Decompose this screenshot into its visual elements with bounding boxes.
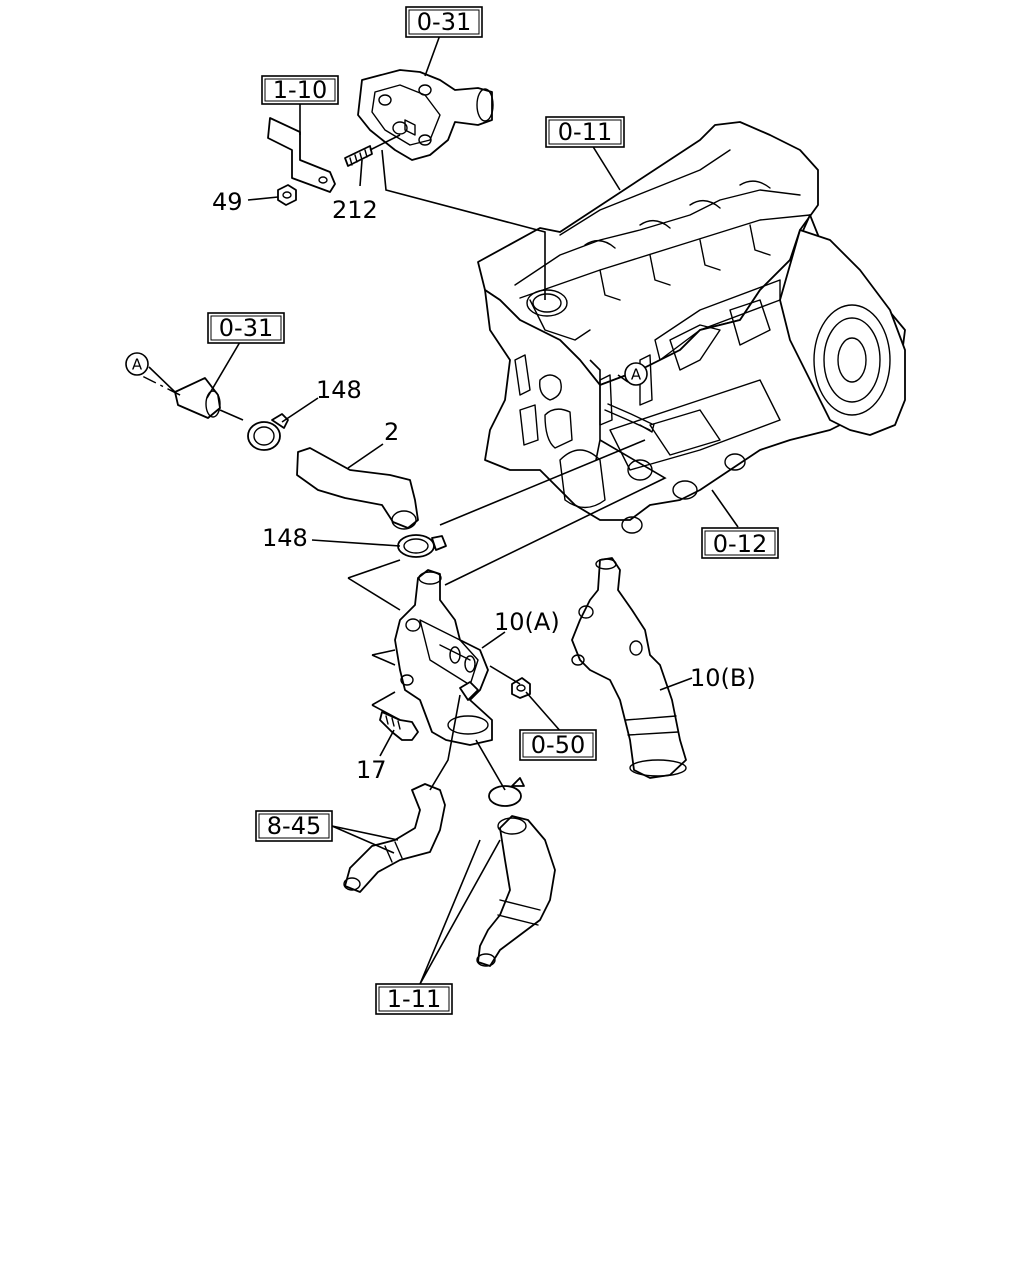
part-number-10a: 10(A) <box>494 608 560 636</box>
ref-label: 8-45 <box>267 812 321 840</box>
radiator-hose <box>476 815 556 967</box>
ref-label: 0-12 <box>713 530 767 558</box>
heater-hose <box>343 783 446 893</box>
part-number-10b: 10(B) <box>690 664 756 692</box>
ref-label: 0-11 <box>558 118 612 146</box>
part-number-17: 17 <box>356 756 387 784</box>
flange-bolt <box>379 711 419 741</box>
engine-block <box>477 121 906 534</box>
ref-label: 1-10 <box>273 76 327 104</box>
leader-lines <box>148 34 739 985</box>
bracket <box>267 117 336 193</box>
ref-box-0-12[interactable]: 0-12 <box>701 527 779 559</box>
ref-label: 0-50 <box>531 731 585 759</box>
ref-box-8-45[interactable]: 8-45 <box>255 810 333 842</box>
water-hose <box>296 447 419 530</box>
connection-marker-a-left: A <box>125 352 149 376</box>
flange-nut <box>511 677 531 699</box>
ref-label: 0-31 <box>219 314 273 342</box>
hose-clamp <box>247 413 289 451</box>
stud-bolt <box>344 134 401 167</box>
hose-clamp-lower <box>397 534 447 558</box>
marker-letter: A <box>631 366 642 384</box>
part-number-148-mid: 148 <box>262 524 308 552</box>
water-outlet-pipe-b <box>571 557 687 779</box>
thermostat-housing-top <box>357 69 494 161</box>
pipe <box>169 377 221 419</box>
ref-box-0-50[interactable]: 0-50 <box>519 729 597 761</box>
part-number-148-top: 148 <box>316 376 362 404</box>
gasket <box>488 777 525 807</box>
nut <box>277 184 297 206</box>
ref-box-0-11[interactable]: 0-11 <box>545 116 625 148</box>
ref-box-0-31-top[interactable]: 0-31 <box>405 6 483 38</box>
ref-box-0-31-left[interactable]: 0-31 <box>207 312 285 344</box>
ref-box-1-10[interactable]: 1-10 <box>261 75 339 105</box>
ref-box-1-11[interactable]: 1-11 <box>375 983 453 1015</box>
ref-label: 0-31 <box>417 8 471 36</box>
part-number-212: 212 <box>332 196 378 224</box>
part-number-2: 2 <box>384 418 399 446</box>
marker-letter: A <box>132 356 143 374</box>
water-outlet-pipe-a <box>394 569 493 746</box>
ref-label: 1-11 <box>387 985 441 1013</box>
part-number-49: 49 <box>212 188 243 216</box>
connection-marker-a-right: A <box>624 362 648 386</box>
assembly-lines <box>139 149 667 791</box>
